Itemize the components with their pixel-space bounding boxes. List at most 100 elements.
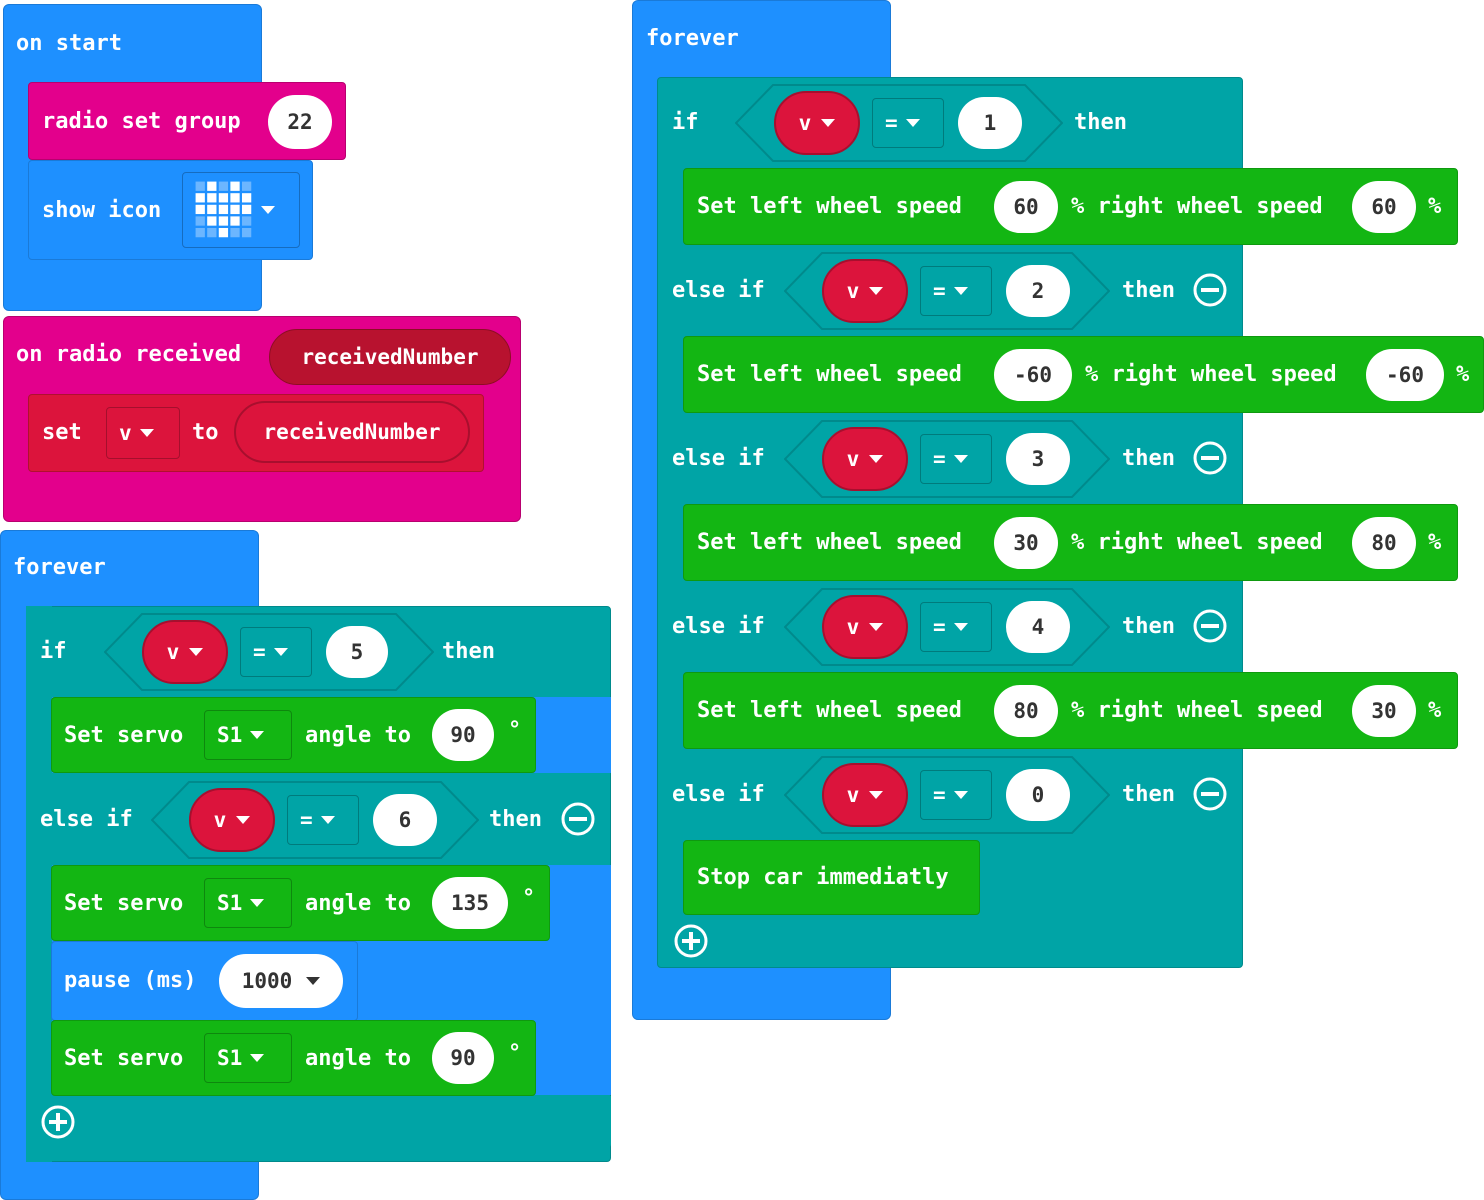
angle-to-label: angle to	[305, 723, 411, 748]
received-number-value[interactable]: receivedNumber	[234, 401, 470, 463]
variable-v[interactable]: v	[822, 763, 908, 827]
then-label: then	[442, 639, 495, 664]
operator-dropdown[interactable]: =	[872, 98, 944, 148]
right-speed-input[interactable]: 60	[1352, 181, 1416, 233]
else-if-label: else if	[672, 446, 765, 471]
left-speed-input[interactable]: -60	[994, 349, 1072, 401]
variable-name: v	[846, 447, 860, 471]
add-circle-icon[interactable]	[40, 1104, 76, 1140]
compare-value-input[interactable]: 0	[1006, 769, 1070, 821]
forever-right-label: forever	[646, 26, 739, 51]
operator: =	[253, 640, 266, 664]
else-if-label: else if	[672, 782, 765, 807]
angle-to-label: angle to	[305, 1046, 411, 1071]
then-label: then	[489, 807, 542, 832]
add-circle-icon[interactable]	[673, 923, 709, 959]
angle-input[interactable]: 90	[432, 1032, 494, 1084]
right-speed-input[interactable]: 30	[1352, 685, 1416, 737]
chevron-down-icon	[261, 206, 275, 214]
variable-v[interactable]: v	[822, 259, 908, 323]
pause-duration-dropdown[interactable]: 1000	[219, 954, 343, 1008]
angle-input[interactable]: 135	[432, 877, 508, 929]
chevron-down-icon	[189, 648, 204, 656]
operator-dropdown[interactable]: =	[287, 795, 359, 845]
right-wheel-label: % right wheel speed	[1071, 530, 1323, 555]
variable-name: v	[846, 783, 860, 807]
compare-value-input[interactable]: 1	[958, 97, 1022, 149]
chevron-down-icon	[236, 816, 251, 824]
variable-name: v	[119, 421, 132, 445]
compare-value-input[interactable]: 5	[326, 626, 388, 678]
variable-name: v	[846, 615, 860, 639]
chevron-down-icon	[320, 816, 335, 824]
chevron-down-icon	[953, 287, 968, 295]
then-label: then	[1122, 614, 1175, 639]
angle-input[interactable]: 90	[432, 709, 494, 761]
operator: =	[933, 615, 946, 639]
radio-group-input[interactable]: 22	[268, 95, 332, 149]
remove-circle-icon[interactable]	[1192, 608, 1228, 644]
chevron-down-icon	[905, 119, 920, 127]
chevron-down-icon	[869, 455, 884, 463]
remove-circle-icon[interactable]	[560, 801, 596, 837]
compare-value-input[interactable]: 6	[373, 794, 437, 846]
to-label: to	[192, 420, 219, 445]
left-speed-input[interactable]: 30	[994, 517, 1058, 569]
variable-dropdown[interactable]: v	[106, 407, 180, 459]
operator: =	[933, 279, 946, 303]
then-label: then	[1122, 446, 1175, 471]
set-servo-label: Set servo	[64, 891, 184, 916]
chevron-down-icon	[250, 899, 265, 907]
chevron-down-icon	[273, 648, 288, 656]
set-label: set	[42, 420, 82, 445]
set-left-wheel-label: Set left wheel speed	[697, 362, 962, 387]
set-left-wheel-label: Set left wheel speed	[697, 698, 962, 723]
icon-picker-dropdown[interactable]	[182, 172, 300, 248]
if-label: if	[672, 110, 699, 135]
compare-value-input[interactable]: 2	[1006, 265, 1070, 317]
right-speed-input[interactable]: 80	[1352, 517, 1416, 569]
servo-dropdown[interactable]: S1	[204, 878, 292, 928]
operator-dropdown[interactable]: =	[920, 602, 992, 652]
operator-dropdown[interactable]: =	[920, 770, 992, 820]
set-wheel-speed-block[interactable]	[683, 336, 1484, 413]
if-block-left-bottom	[26, 1096, 611, 1148]
compare-value-input[interactable]: 3	[1006, 433, 1070, 485]
variable-name: v	[213, 808, 227, 832]
set-wheel-speed-block[interactable]	[683, 672, 1458, 749]
left-speed-input[interactable]: 60	[994, 181, 1058, 233]
variable-v[interactable]: v	[774, 91, 860, 155]
received-number-param[interactable]: receivedNumber	[269, 329, 511, 385]
chevron-down-icon	[953, 455, 968, 463]
variable-v[interactable]: v	[822, 427, 908, 491]
chevron-down-icon	[869, 623, 884, 631]
right-wheel-label: % right wheel speed	[1071, 194, 1323, 219]
stop-car-block[interactable]	[683, 840, 980, 915]
operator: =	[300, 808, 313, 832]
remove-circle-icon[interactable]	[1192, 440, 1228, 476]
operator-dropdown[interactable]: =	[920, 434, 992, 484]
servo-dropdown[interactable]: S1	[204, 1033, 292, 1083]
set-wheel-speed-block[interactable]	[683, 168, 1458, 245]
compare-value-input[interactable]: 4	[1006, 601, 1070, 653]
on-start-label: on start	[16, 31, 122, 56]
set-wheel-speed-block[interactable]	[683, 504, 1458, 581]
remove-circle-icon[interactable]	[1192, 272, 1228, 308]
else-if-label: else if	[40, 807, 133, 832]
variable-v[interactable]: v	[142, 620, 228, 684]
right-speed-input[interactable]: -60	[1366, 349, 1444, 401]
operator-dropdown[interactable]: =	[240, 627, 312, 677]
remove-circle-icon[interactable]	[1192, 776, 1228, 812]
operator-dropdown[interactable]: =	[920, 266, 992, 316]
left-speed-input[interactable]: 80	[994, 685, 1058, 737]
variable-v[interactable]: v	[189, 788, 275, 852]
radio-set-group-label: radio set group	[42, 109, 241, 134]
servo-dropdown[interactable]: S1	[204, 710, 292, 760]
chevron-down-icon	[306, 977, 321, 985]
variable-v[interactable]: v	[822, 595, 908, 659]
chevron-down-icon	[250, 731, 265, 739]
right-wheel-label: % right wheel speed	[1085, 362, 1337, 387]
then-label: then	[1122, 278, 1175, 303]
operator: =	[933, 783, 946, 807]
variable-name: v	[798, 111, 812, 135]
